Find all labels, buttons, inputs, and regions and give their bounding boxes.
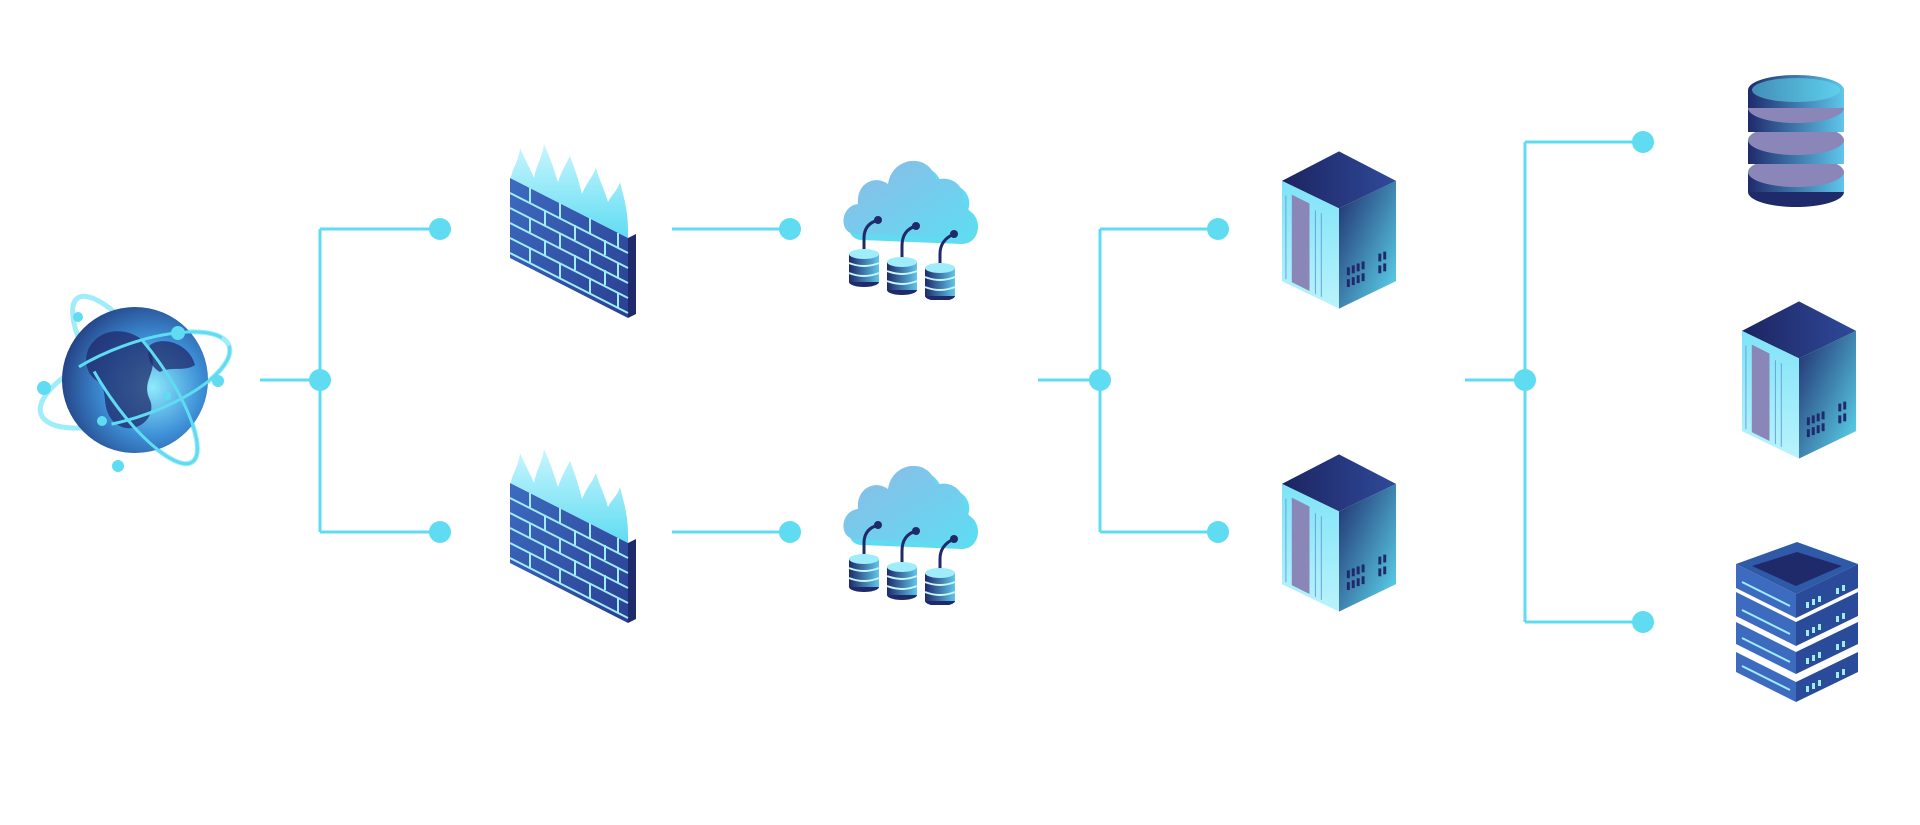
server-tower-icon xyxy=(1281,150,1397,310)
junction-dot xyxy=(309,369,331,391)
cloud-storage-icon xyxy=(843,466,978,606)
endpoint-dot xyxy=(1632,611,1654,633)
server-rack-icon xyxy=(1736,542,1858,702)
cloud-storage-icon xyxy=(843,161,978,301)
connector-globe-firewalls xyxy=(260,227,440,534)
firewall-icon xyxy=(509,143,637,318)
endpoint-dot xyxy=(1207,521,1229,543)
globe-icon xyxy=(37,293,233,472)
connector-clouds-servers xyxy=(1038,227,1218,534)
endpoint-dot xyxy=(1632,131,1654,153)
endpoint-dot xyxy=(779,218,801,240)
endpoint-dot xyxy=(779,521,801,543)
database-icon xyxy=(1748,75,1844,207)
server-tower-icon xyxy=(1281,453,1397,613)
endpoint-dot xyxy=(429,218,451,240)
junction-dot xyxy=(1514,369,1536,391)
firewall-icon xyxy=(509,448,637,623)
connector-dots xyxy=(309,131,1654,633)
junction-dot xyxy=(1089,369,1111,391)
server-tower-icon xyxy=(1741,300,1857,460)
endpoint-dot xyxy=(429,521,451,543)
connector-servers-storage xyxy=(1465,140,1643,624)
endpoint-dot xyxy=(1207,218,1229,240)
